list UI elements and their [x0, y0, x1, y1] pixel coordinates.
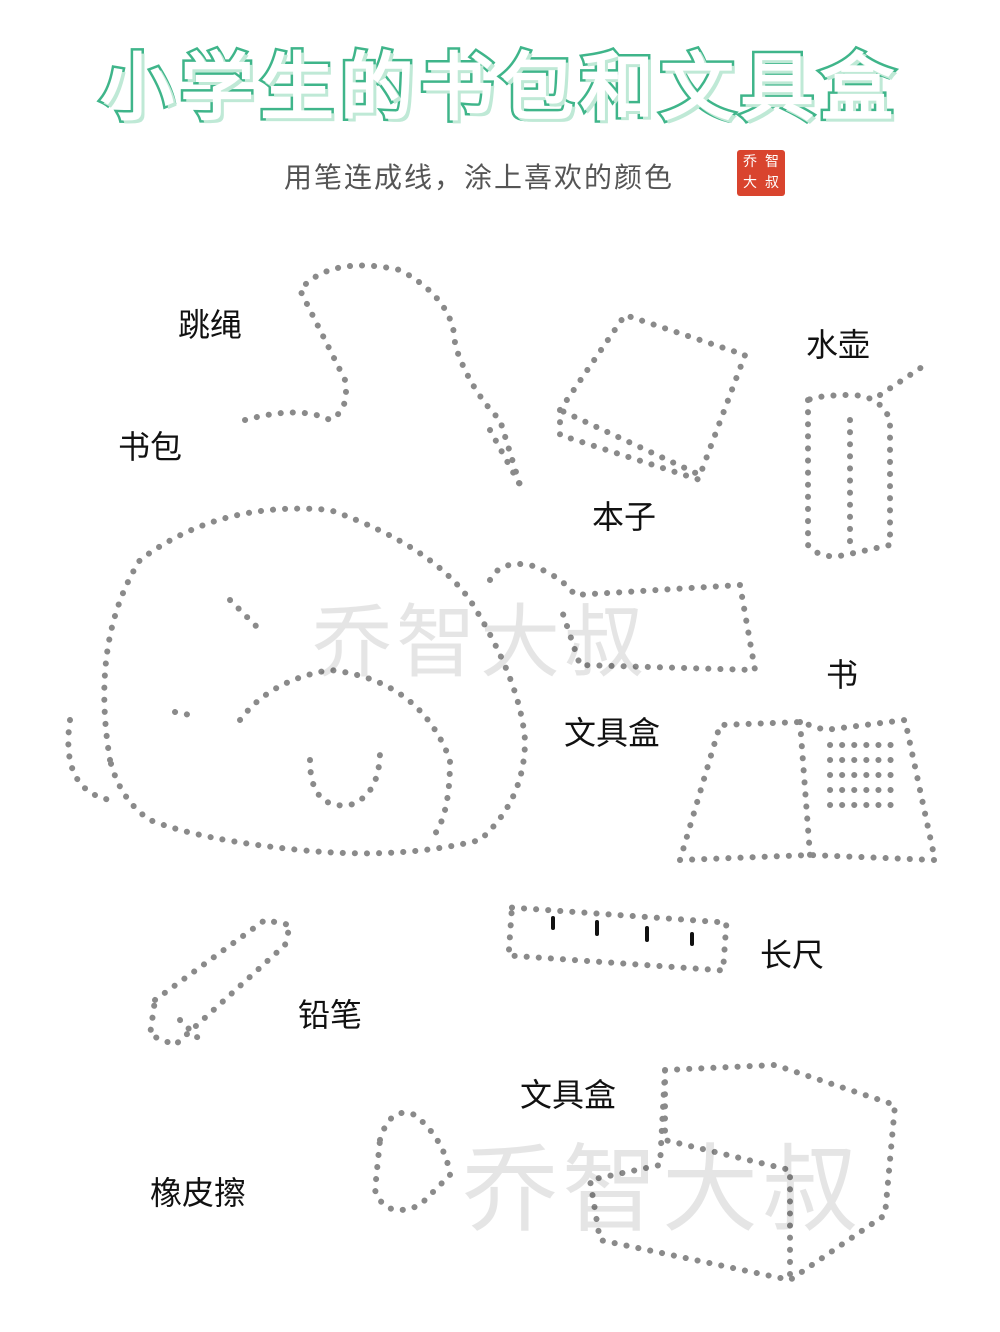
label-book: 书 [826, 656, 859, 694]
seal-char: 智 [765, 154, 779, 170]
label-jump-rope: 跳绳 [178, 306, 243, 344]
pencil-outline [146, 916, 294, 1049]
label-notebook: 本子 [592, 498, 657, 536]
schoolbag-outline [101, 505, 529, 857]
seal-char: 大 [743, 175, 757, 191]
schoolbag-pocket [307, 747, 383, 809]
water-bottle-outline [805, 362, 928, 560]
open-book-outline [675, 716, 939, 864]
open-book-lines [827, 742, 898, 808]
label-schoolbag: 书包 [118, 428, 183, 466]
label-ruler: 长尺 [760, 936, 825, 974]
notebook-outline [555, 311, 749, 483]
watermark: 乔智大叔 [312, 596, 648, 689]
page-title: 小学生的书包和文具盒 [98, 43, 900, 134]
label-pencil-case-top: 文具盒 [564, 714, 661, 752]
schoolbag-front [237, 666, 454, 843]
seal-char: 乔 [743, 154, 757, 170]
label-water-bottle: 水壶 [806, 326, 871, 364]
author-seal: 乔 智 大 叔 [737, 150, 785, 196]
eraser-outline [371, 1109, 454, 1213]
instruction-subtitle: 用笔连成线，涂上喜欢的颜色 [284, 161, 675, 194]
ruler-outline [505, 904, 730, 974]
pencil-case-bottom-outline [586, 1061, 899, 1284]
seal-char: 叔 [765, 175, 779, 191]
jump-rope-handle [487, 427, 523, 488]
jump-rope-outline [242, 262, 523, 488]
label-pencil-case-bottom: 文具盒 [520, 1076, 617, 1114]
schoolbag-strap [172, 597, 263, 718]
label-pencil: 铅笔 [298, 996, 363, 1034]
schoolbag-flap [65, 717, 113, 803]
label-eraser: 橡皮擦 [150, 1174, 247, 1212]
watermark: 乔智大叔 [462, 1134, 862, 1246]
